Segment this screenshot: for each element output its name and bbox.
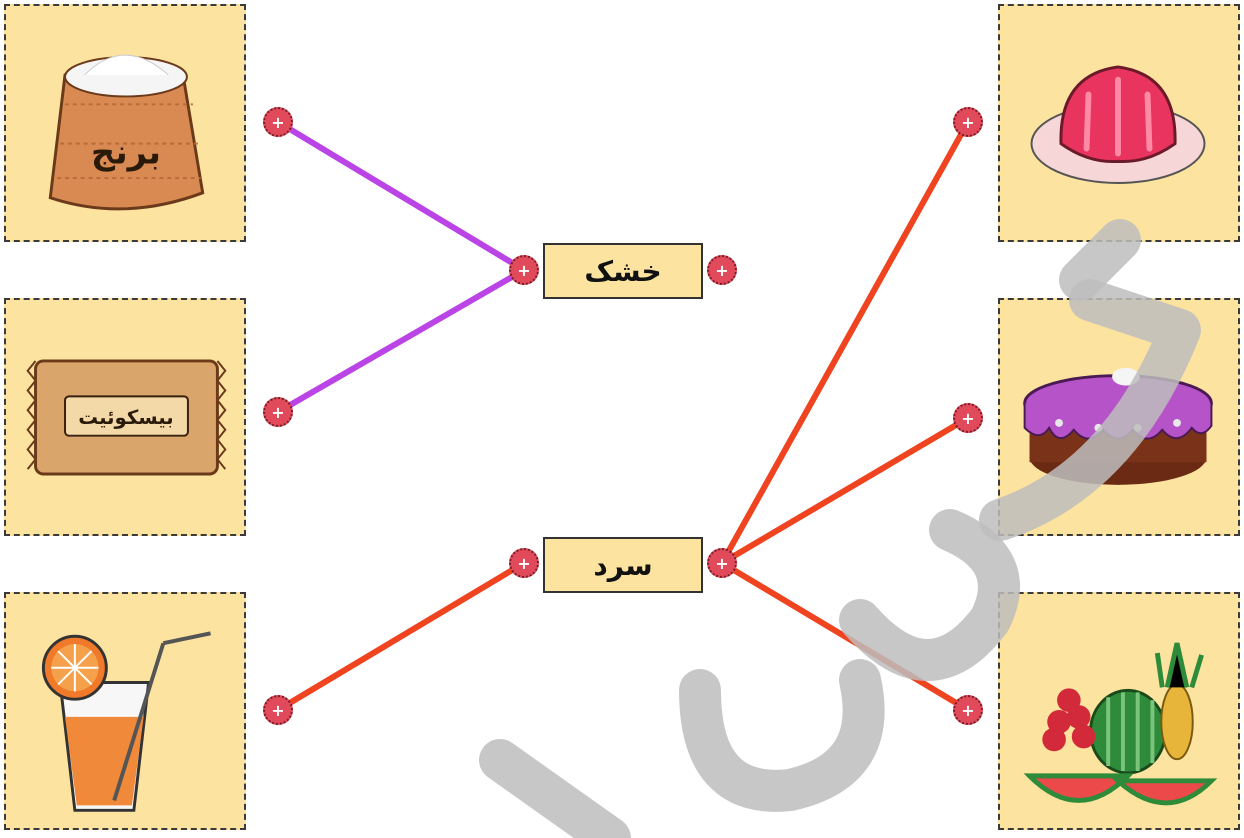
- line-cold-to-cake: [719, 415, 971, 566]
- rice-sack-icon: برنج: [48, 54, 205, 211]
- category-cold-label: سرد: [593, 548, 653, 582]
- category-dry-label: خشک: [584, 254, 662, 288]
- line-cold-to-jelly: [719, 119, 971, 566]
- rice-sack-text: برنج: [91, 132, 161, 172]
- connector-dot-cold-left[interactable]: [509, 548, 539, 578]
- cake-icon: [1023, 367, 1213, 485]
- jelly-icon: [1030, 65, 1206, 184]
- connector-dot-dry-right[interactable]: [707, 255, 737, 285]
- card-rice[interactable]: برنج: [4, 4, 246, 242]
- connector-dot-biscuit[interactable]: [263, 397, 293, 427]
- connector-dot-rice[interactable]: [263, 107, 293, 137]
- line-rice-to-dry: [275, 119, 527, 273]
- connector-dot-cold-right[interactable]: [707, 548, 737, 578]
- biscuit-pack-icon: بیسکوئیت: [26, 359, 227, 476]
- connector-dot-fruits[interactable]: [953, 695, 983, 725]
- category-cold-box[interactable]: سرد: [543, 537, 703, 593]
- orange-juice-icon: [41, 631, 211, 812]
- connector-dot-juice[interactable]: [263, 695, 293, 725]
- card-juice[interactable]: [4, 592, 246, 830]
- line-juice-to-cold: [275, 560, 527, 713]
- fruits-icon: [1023, 642, 1218, 806]
- card-jelly[interactable]: [998, 4, 1240, 242]
- card-biscuit[interactable]: بیسکوئیت: [4, 298, 246, 536]
- card-cake[interactable]: [998, 298, 1240, 536]
- connector-dot-dry-left[interactable]: [509, 255, 539, 285]
- category-dry-box[interactable]: خشک: [543, 243, 703, 299]
- card-fruits[interactable]: [998, 592, 1240, 830]
- biscuit-pack-text: بیسکوئیت: [78, 406, 173, 429]
- line-cold-to-fruits: [719, 560, 971, 713]
- connector-dot-cake[interactable]: [953, 403, 983, 433]
- connector-dot-jelly[interactable]: [953, 107, 983, 137]
- line-biscuit-to-dry: [275, 267, 527, 415]
